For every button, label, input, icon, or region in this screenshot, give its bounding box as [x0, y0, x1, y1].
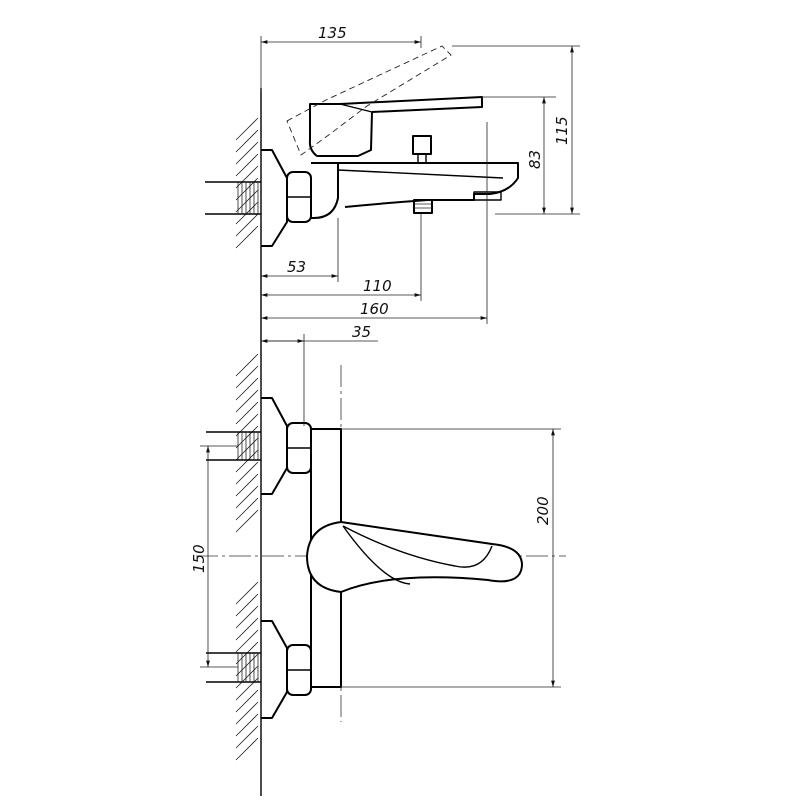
side-diverter-knob	[412, 135, 432, 163]
dim-wall-to-body: 53	[261, 218, 339, 282]
wall-hatch-top	[235, 117, 259, 249]
side-nut	[286, 171, 312, 223]
wall	[235, 88, 262, 796]
side-body	[311, 162, 339, 219]
side-view	[205, 45, 519, 247]
dim-total-height-label: 115	[553, 116, 571, 145]
side-aerator	[473, 191, 502, 201]
dim-wall-to-diverter-label: 110	[363, 277, 392, 295]
dimensions: 135 115 83 53 110	[190, 24, 580, 688]
dim-wall-to-spout: 160	[261, 122, 488, 324]
front-lever-handle	[306, 521, 523, 593]
front-upper-inlet	[206, 397, 312, 495]
dim-overall-reach: 135	[260, 24, 422, 92]
side-shower-outlet	[413, 199, 433, 214]
side-inlet-pipe	[205, 181, 261, 215]
dim-inlet-spacing-label: 150	[190, 544, 208, 573]
side-lever-handle-open	[286, 45, 452, 156]
dim-inlet-spacing: 150	[190, 445, 238, 668]
side-lever-handle	[308, 96, 483, 157]
dim-body-height-label: 200	[534, 496, 552, 525]
side-escutcheon	[261, 149, 288, 247]
dim-body-height: 200	[341, 428, 561, 688]
dim-body-depth: 35	[261, 323, 378, 426]
dim-spout-height: 83	[482, 96, 556, 214]
dim-wall-to-spout-label: 160	[360, 300, 389, 318]
wall-hatch-upper-front	[235, 353, 259, 533]
dim-wall-to-diverter: 110	[261, 213, 422, 301]
dim-spout-height-label: 83	[526, 150, 544, 169]
dim-overall-reach-label: 135	[318, 24, 347, 42]
wall-hatch-lower-front	[235, 581, 259, 761]
dim-body-depth-label: 35	[352, 323, 371, 341]
front-view	[196, 365, 566, 722]
front-lower-inlet	[206, 620, 312, 719]
dim-total-height: 115	[452, 45, 580, 215]
dim-wall-to-body-label: 53	[287, 258, 306, 276]
